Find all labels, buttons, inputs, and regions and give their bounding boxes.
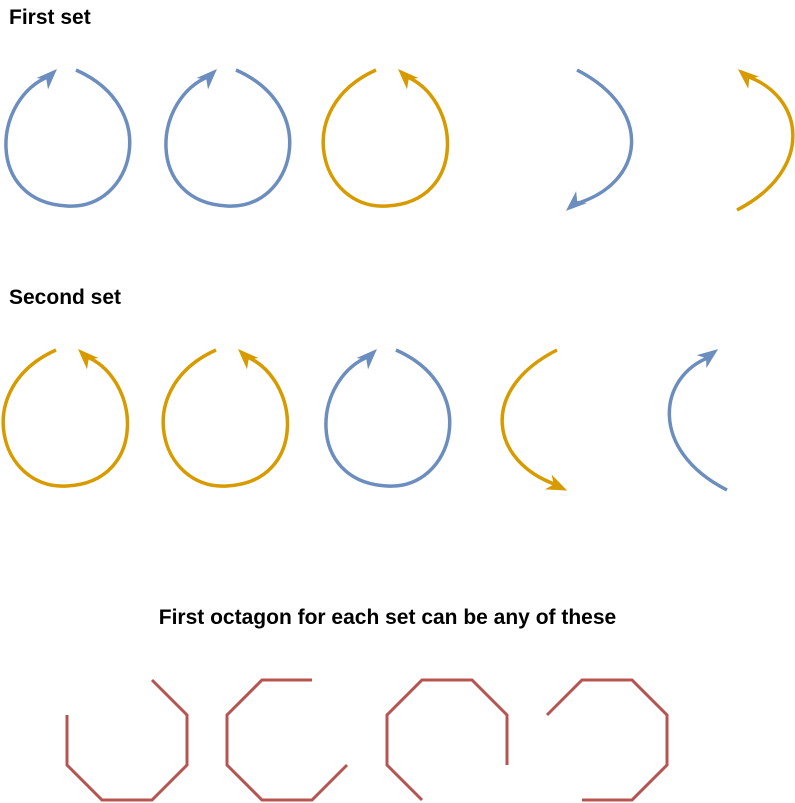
arrow-head [398,69,419,90]
arrow-head [78,349,99,370]
first-set-arrow-5 [736,69,795,212]
octagon-outline [65,678,189,802]
second-set-arrow-4 [500,348,568,491]
second-set-group [1,348,728,492]
octagons-heading: First octagon for each set can be any of… [158,606,617,629]
first-set-arrow-4 [565,68,634,211]
arrow-curve [164,68,292,208]
first-set-arrow-2 [164,68,292,208]
second-set-arrow-2 [161,348,290,488]
arrow-curve [736,74,795,212]
arrow-head [696,349,719,369]
arrow-head [238,349,259,370]
arrow-curve [574,68,634,206]
arrow-head [545,474,568,491]
arrow-head [737,69,759,89]
arrow-head [196,69,217,90]
octagon-outline [385,678,509,802]
first-set-group [4,68,795,212]
second-set-heading: Second set [9,286,122,309]
first-set-arrow-3 [321,68,450,208]
arrow-curve [161,348,290,488]
second-set-arrow-1 [1,348,130,488]
second-set-arrow-3 [324,348,452,488]
second-set-arrow-5 [667,349,728,492]
arrow-curve [500,348,558,487]
octagon-1 [65,678,189,802]
octagon-3 [385,678,509,802]
arrow-head [356,349,377,370]
arrow-head [36,69,57,90]
octagon-4 [545,678,669,802]
octagon-outline [545,678,669,802]
arrow-curve [321,68,450,208]
octagon-outline [225,678,349,802]
arrow-head [565,191,587,211]
first-set-arrow-1 [4,68,132,208]
arrow-curve [667,355,728,492]
arrow-curve [1,348,130,488]
first-set-heading: First set [9,6,91,29]
octagon-group [65,678,669,802]
arrow-curve [4,68,132,208]
arrow-curve [324,348,452,488]
octagon-2 [225,678,349,802]
